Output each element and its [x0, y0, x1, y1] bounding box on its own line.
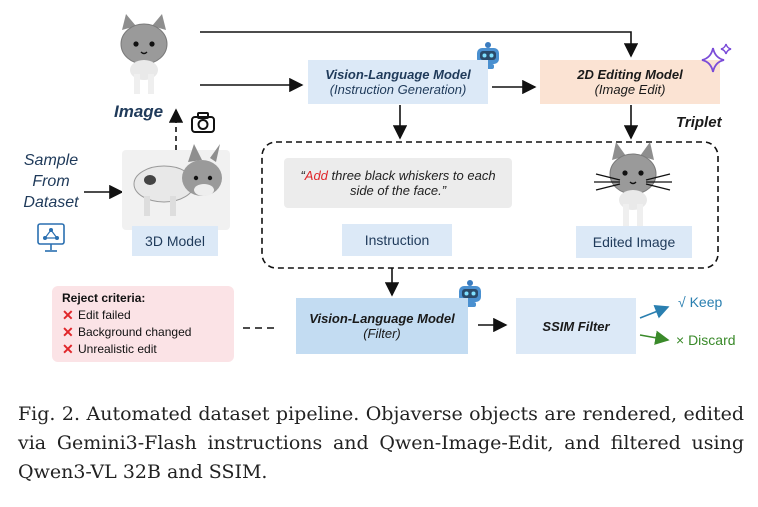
triplet-label: Triplet: [676, 114, 722, 131]
instruction-line-1: “Add three black whiskers to each: [300, 168, 495, 183]
dataset-network-icon: [37, 223, 65, 252]
sparkle-icon: [701, 43, 732, 73]
arrow-keep: [639, 304, 670, 319]
instruction-text-box: “Add three black whiskers to each side o…: [284, 158, 512, 208]
editing-model-title: 2D Editing Model: [577, 67, 683, 82]
model-3d-label: 3D Model: [145, 233, 205, 249]
reject-item: ✕ Background changed: [62, 324, 224, 341]
reject-item-label: Background changed: [78, 325, 192, 339]
camera-icon: [191, 112, 215, 133]
cat-image-icon: [120, 14, 168, 94]
instruction-rest: three black whiskers to each: [327, 168, 496, 183]
model-3d-box: 3D Model: [132, 226, 218, 256]
reject-item: ✕ Edit failed: [62, 307, 224, 324]
discard-label: × Discard: [676, 332, 736, 348]
vlm-instruction-subtitle: (Instruction Generation): [329, 82, 467, 97]
vlm-filter-title: Vision-Language Model: [309, 311, 455, 326]
instruction-verb: Add: [304, 168, 328, 183]
reject-item: ✕ Unrealistic edit: [62, 341, 224, 358]
arrow-image-to-edit: [200, 31, 639, 58]
editing-model-box: 2D Editing Model (Image Edit): [540, 60, 720, 104]
reject-criteria-box: Reject criteria: ✕ Edit failed ✕ Backgroun…: [52, 286, 234, 362]
ssim-filter-box: SSIM Filter: [516, 298, 636, 354]
vlm-filter-box: Vision-Language Model (Filter): [296, 298, 468, 354]
reject-criteria-title: Reject criteria:: [62, 291, 146, 305]
cross-icon: ✕: [62, 341, 74, 357]
keep-label: √ Keep: [678, 294, 723, 310]
triplet-region: [261, 141, 719, 269]
figure-caption: Fig. 2. Automated dataset pipeline. Obja…: [18, 403, 744, 483]
edited-image-label: Edited Image: [592, 234, 676, 250]
sample-from-dataset-label: Sample From Dataset: [23, 152, 79, 211]
connector-layer: [84, 31, 719, 345]
instruction-label-box: Instruction: [342, 224, 452, 256]
image-label: Image: [114, 102, 164, 121]
vlm-instruction-title: Vision-Language Model: [325, 67, 471, 82]
vlm-instruction-box: Vision-Language Model (Instruction Gener…: [308, 60, 488, 104]
arrow-discard: [639, 330, 670, 345]
instruction-line-2: side of the face.”: [350, 183, 446, 198]
quote-open: “: [300, 168, 305, 183]
cat-3d-model-icon: [133, 144, 222, 216]
edited-image-label-box: Edited Image: [576, 226, 692, 258]
quote-close: ”: [441, 183, 447, 198]
instruction-label: Instruction: [364, 232, 430, 248]
cross-icon: ✕: [62, 324, 74, 340]
edited-cat-image-icon: [594, 142, 672, 226]
reject-item-label: Edit failed: [78, 308, 131, 322]
editing-model-subtitle: (Image Edit): [594, 82, 666, 97]
cross-icon: ✕: [62, 307, 74, 323]
vlm-filter-subtitle: (Filter): [363, 326, 401, 341]
ssim-filter-title: SSIM Filter: [542, 318, 610, 334]
instruction-line-2-text: side of the face.: [349, 183, 442, 198]
reject-item-label: Unrealistic edit: [78, 342, 157, 356]
